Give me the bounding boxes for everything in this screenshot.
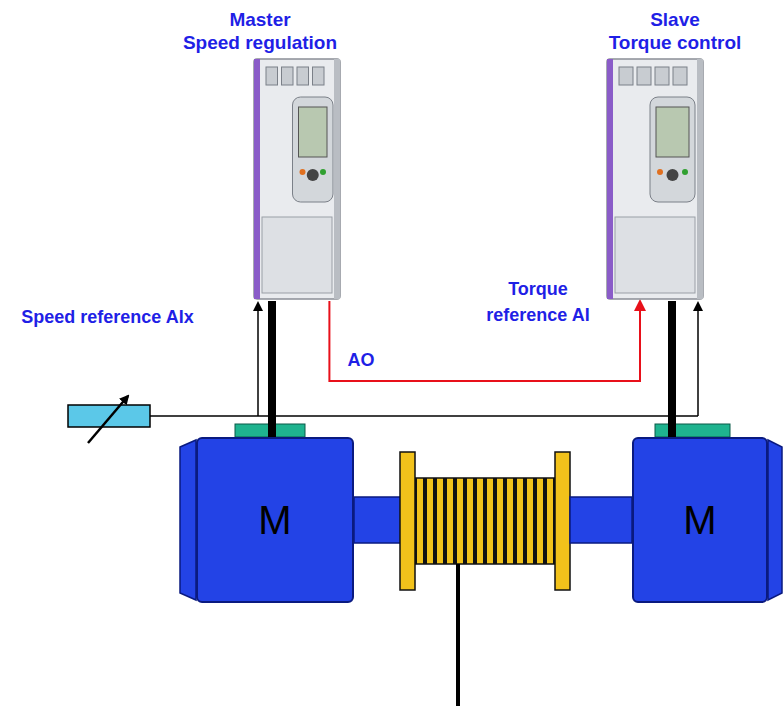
vent — [619, 67, 633, 85]
button — [320, 169, 326, 175]
vent — [266, 67, 278, 85]
terminal-cover — [615, 217, 695, 293]
cable-drum — [415, 478, 555, 564]
analog-signal-wire — [329, 301, 640, 381]
vent — [297, 67, 309, 85]
drive-unit — [252, 57, 342, 301]
jog-dial — [307, 169, 319, 181]
cable — [456, 564, 460, 706]
power-cable — [668, 301, 676, 437]
pot-arrow — [88, 396, 128, 443]
signal-label: Torque reference AI — [468, 276, 608, 328]
motor: M — [632, 437, 768, 603]
vent — [313, 67, 325, 85]
motor-end-cap — [768, 440, 782, 600]
signal-label: Speed reference AIx — [20, 304, 195, 330]
display — [299, 107, 328, 157]
terminal-cover — [262, 217, 332, 293]
reference-arrow — [697, 303, 699, 416]
vent — [673, 67, 687, 85]
button — [682, 169, 688, 175]
button — [657, 169, 663, 175]
reference-wire — [150, 415, 698, 417]
display — [656, 107, 689, 157]
keypad — [293, 97, 334, 202]
drive: SlaveTorque control — [570, 8, 780, 301]
drive-edge — [254, 59, 260, 299]
drum-flange — [400, 452, 415, 590]
potentiometer — [68, 405, 150, 427]
terminal-box — [655, 424, 730, 437]
motor-end-cap — [180, 440, 196, 600]
drive-housing — [254, 59, 340, 299]
drive-heading: Torque control — [570, 31, 780, 54]
drive-heading: Slave — [570, 8, 780, 31]
keypad — [650, 97, 695, 202]
drive-heading: Speed regulation — [160, 31, 360, 54]
drive-edge — [607, 59, 613, 299]
jog-dial — [667, 169, 679, 181]
drive-side — [334, 59, 340, 299]
drive-heading: Master — [160, 8, 360, 31]
vent — [655, 67, 669, 85]
vent — [282, 67, 294, 85]
motor: M — [196, 437, 354, 603]
drum-flange — [555, 452, 570, 590]
motor-label: M — [683, 498, 716, 543]
motor-shaft — [354, 497, 402, 543]
drive-unit — [605, 57, 705, 301]
button — [300, 169, 306, 175]
reference-arrow — [257, 303, 259, 416]
vent — [637, 67, 651, 85]
drive: MasterSpeed regulation — [160, 8, 360, 301]
drive-housing — [607, 59, 703, 299]
motor-shaft — [570, 497, 632, 543]
drive-side — [697, 59, 703, 299]
power-cable — [268, 301, 276, 437]
edge-label: AO — [347, 347, 374, 373]
motor-label: M — [258, 498, 291, 543]
